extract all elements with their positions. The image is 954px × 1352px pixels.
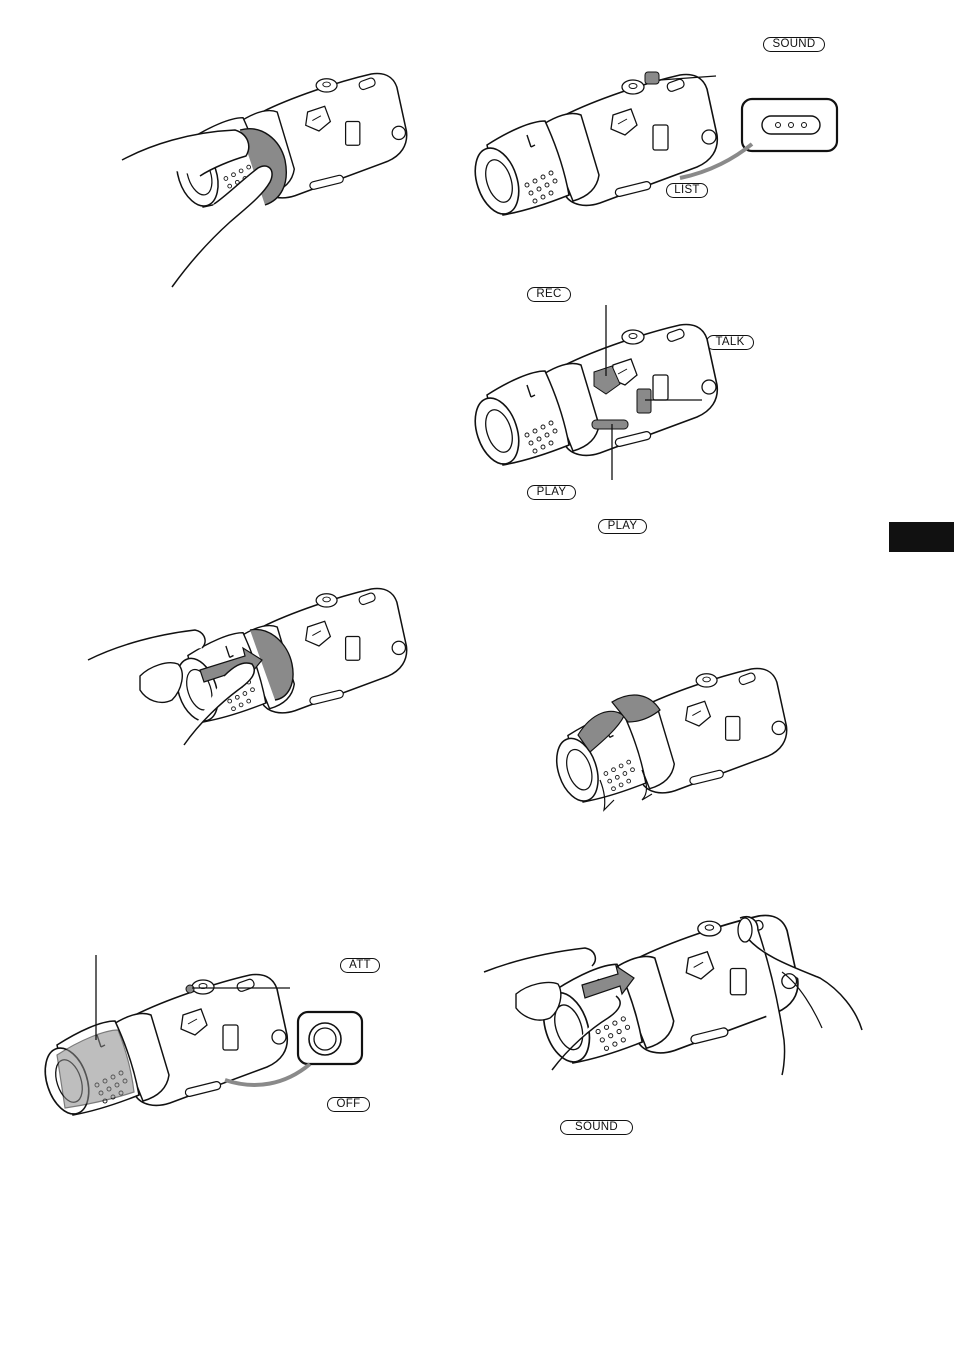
figure-rotate-dial — [549, 669, 786, 810]
figure-sound-list — [467, 72, 837, 220]
figure-push-turn — [88, 589, 407, 745]
figure-att-off — [37, 955, 362, 1120]
figure-push-press — [484, 915, 862, 1075]
figure-rec-talk-play — [467, 305, 717, 480]
figure-turn-dial — [122, 74, 407, 287]
